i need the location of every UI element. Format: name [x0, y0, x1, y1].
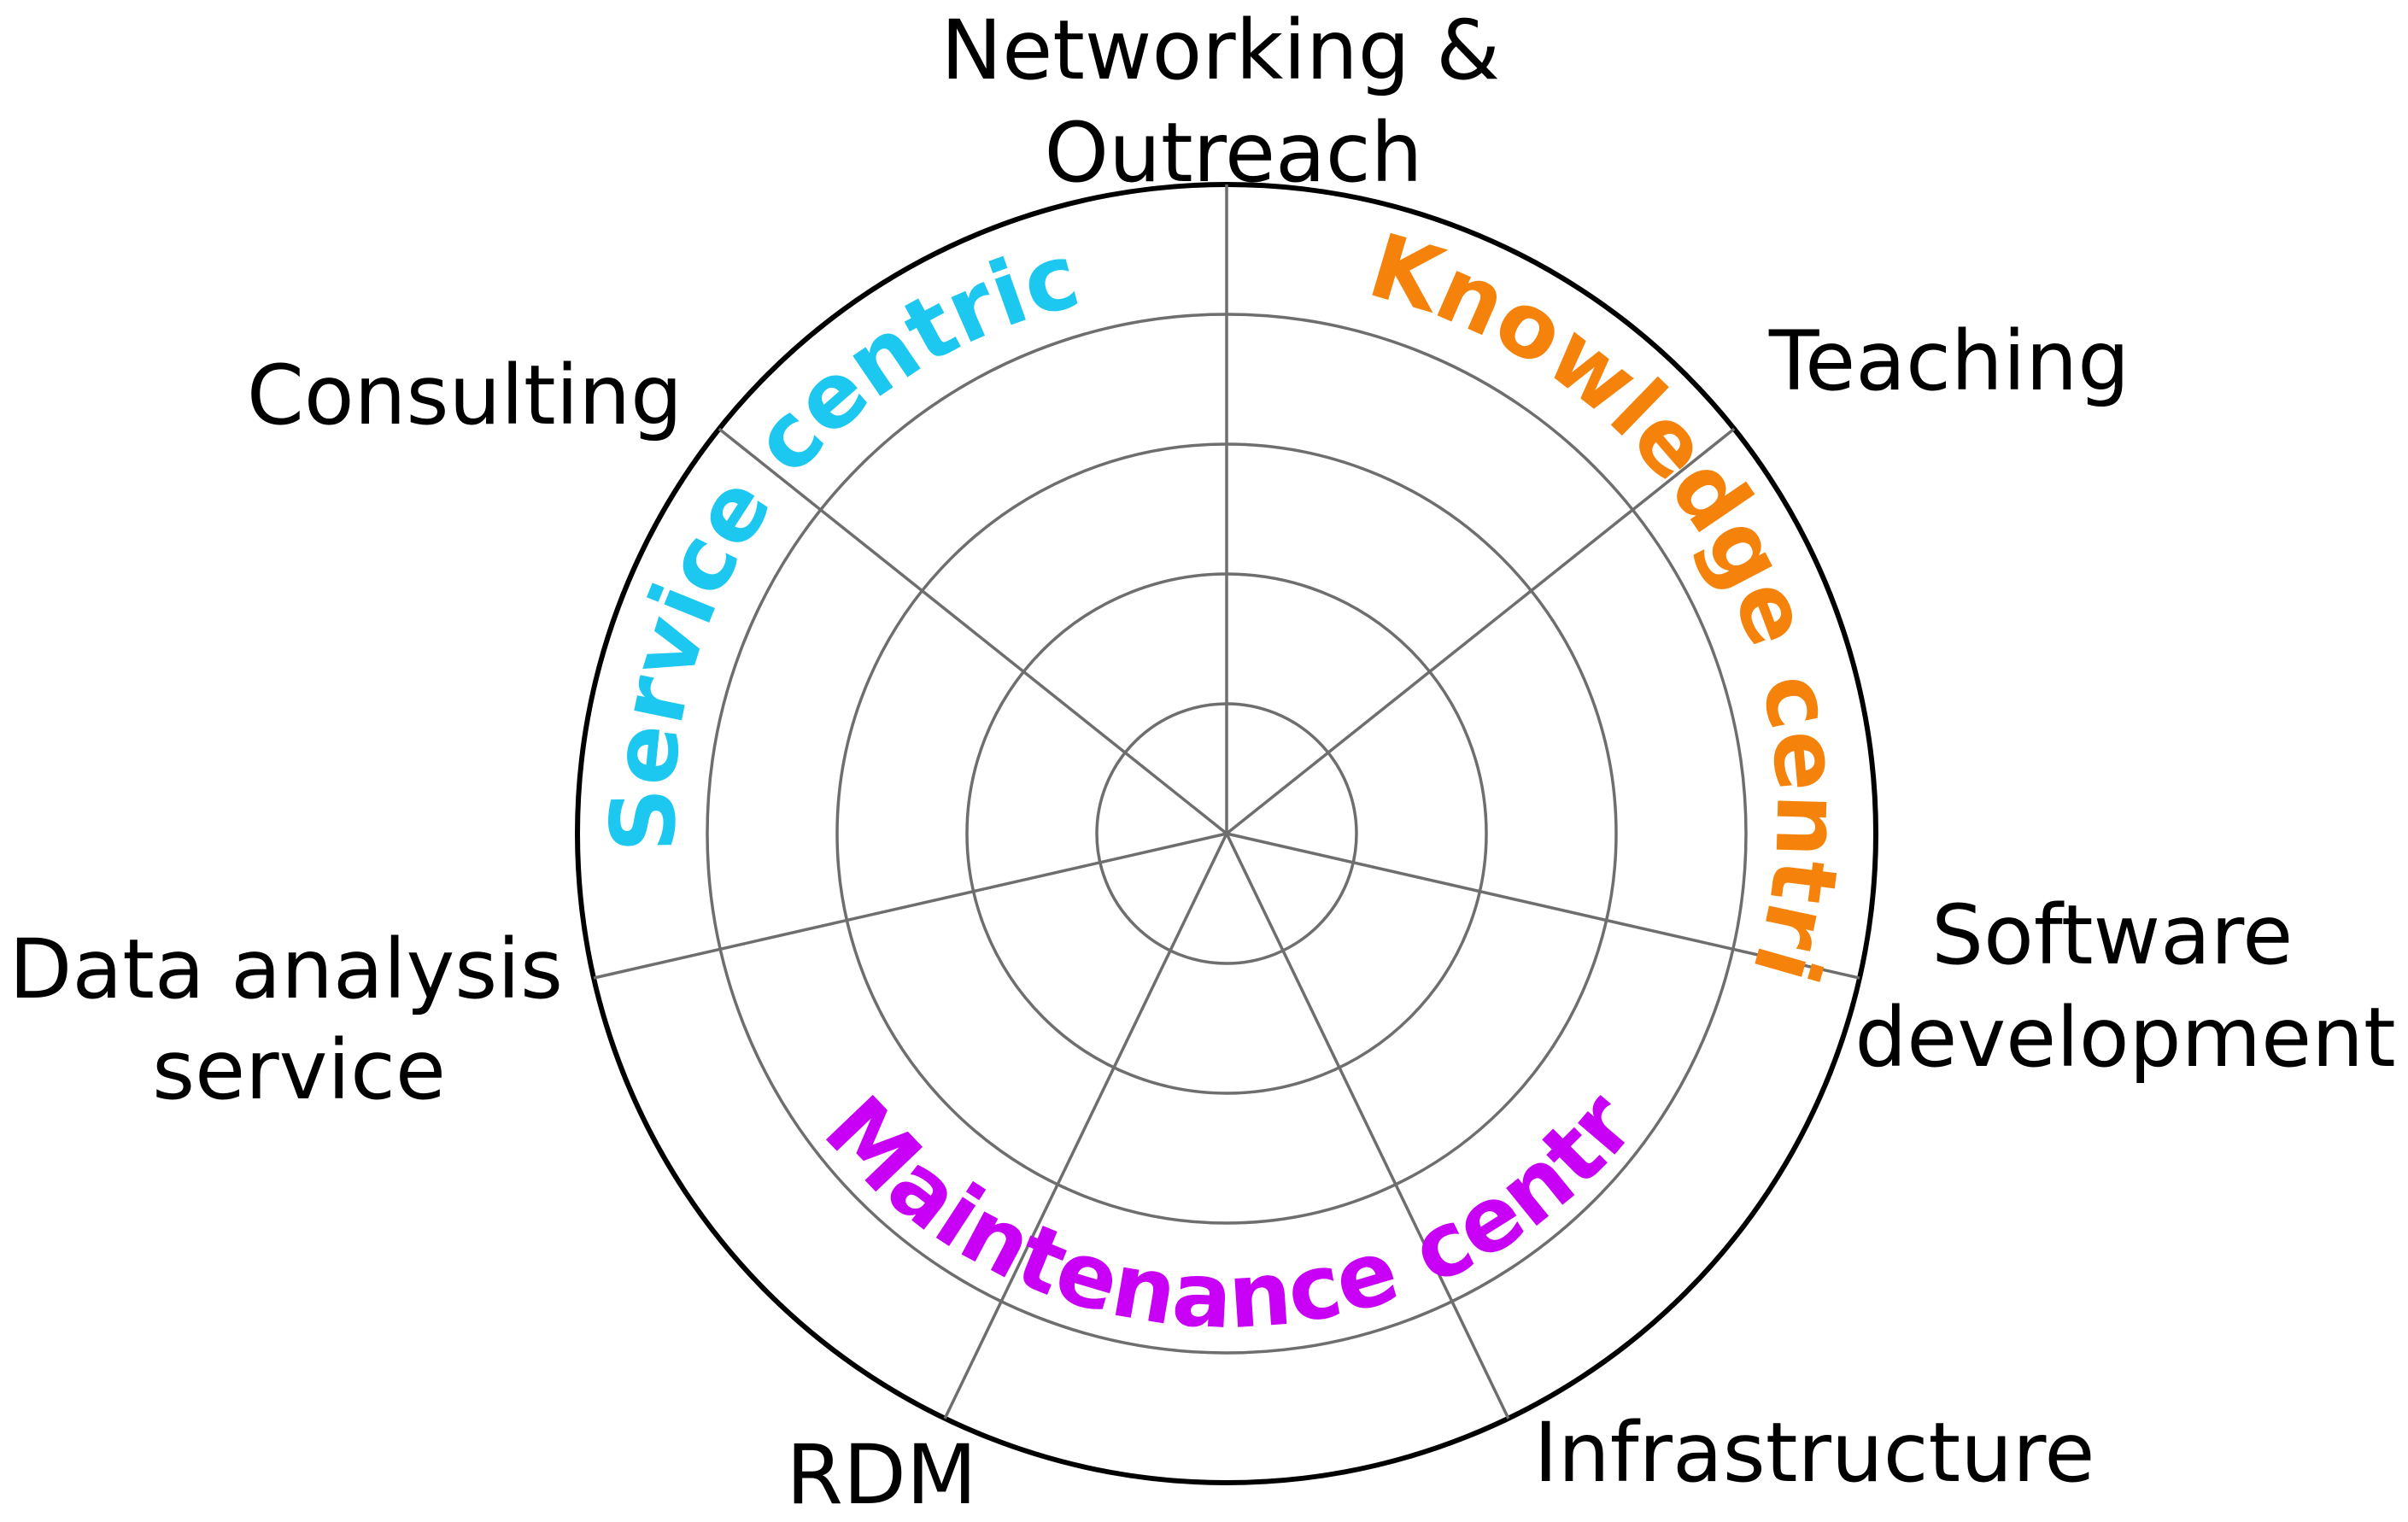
axis-label-rdm-line-1: RDM	[786, 1427, 976, 1522]
spoke-infrastructure	[1225, 833, 1510, 1420]
axis-label-consulting-line-1: Consulting	[247, 348, 683, 443]
group-label-service-centric: Service centric	[590, 223, 1089, 853]
axis-label-data-analysis-service: Data analysis service	[9, 922, 589, 1118]
axis-label-rdm: RDM	[786, 1427, 976, 1522]
axis-label-data-analysis-service-line-1: Data analysis	[9, 922, 563, 1017]
group-label-knowledge-centric-text: Knowledge centric	[0, 0, 1861, 993]
spoke-teaching	[1225, 427, 1736, 835]
axis-label-consulting: Consulting	[247, 348, 683, 443]
axis-label-software-development: Software development	[1854, 887, 2395, 1086]
spoke-data-analysis-service	[593, 832, 1227, 980]
axis-label-data-analysis-service-line-2: service	[152, 1022, 446, 1118]
axis-label-networking-line-1: Networking &	[940, 3, 1500, 98]
axis-label-infrastructure-line-1: Infrastructure	[1534, 1405, 2095, 1501]
spoke-rdm	[943, 833, 1228, 1420]
group-label-service-centric-text: Service centric	[590, 223, 1089, 853]
axis-label-software-development-line-1: Software	[1931, 887, 2293, 983]
radar-spokes	[593, 184, 1860, 1420]
spoke-consulting	[718, 427, 1228, 835]
axis-label-infrastructure: Infrastructure	[1534, 1405, 2095, 1501]
axis-label-software-development-line-2: development	[1854, 990, 2395, 1086]
axis-label-teaching: Teaching	[1768, 313, 2130, 409]
axis-label-networking: Networking & Outreach	[940, 3, 1526, 201]
group-label-maintenance-centric: Maintenance centric	[0, 0, 1655, 1349]
spoke-software-development	[1226, 832, 1860, 980]
group-label-knowledge-centric: Knowledge centric	[0, 0, 1861, 993]
axis-labels: Networking & Outreach Teaching Software …	[9, 3, 2396, 1522]
group-label-maintenance-centric-text: Maintenance centric	[0, 0, 1655, 1349]
axis-label-networking-line-2: Outreach	[1045, 105, 1423, 201]
axis-label-teaching-line-1: Teaching	[1768, 313, 2130, 409]
